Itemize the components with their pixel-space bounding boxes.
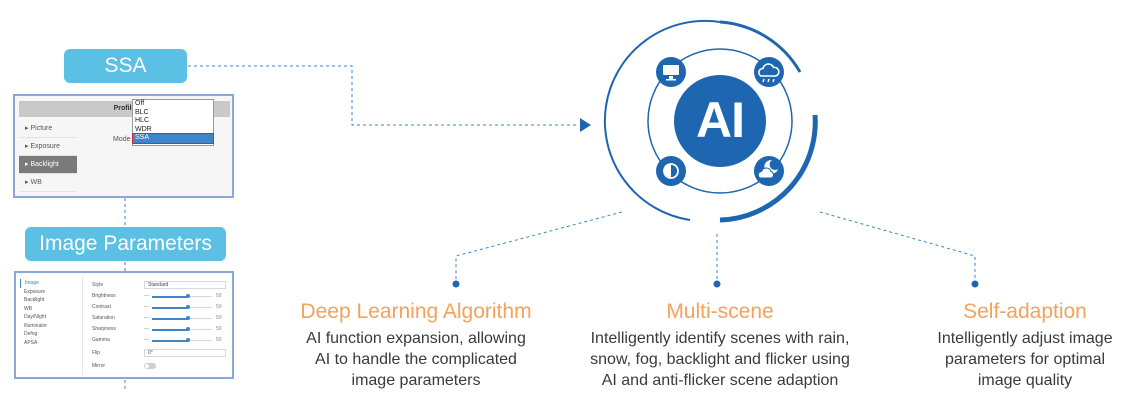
slider-handle[interactable] xyxy=(186,305,190,309)
slider-handle[interactable] xyxy=(186,316,190,320)
sharpness-value: 50 xyxy=(216,326,222,332)
side-item-image[interactable]: Image xyxy=(20,279,80,288)
slider-handle[interactable] xyxy=(186,338,190,342)
mode-dropdown-list[interactable]: Off BLC HLC WDR SSA xyxy=(132,99,214,146)
feature-line: snow, fog, backlight and flicker using xyxy=(590,351,850,368)
nav-item-picture[interactable]: ▸ Picture xyxy=(19,120,77,138)
contrast-value: 50 xyxy=(216,304,222,310)
image-parameters-panel: Image Exposure Backlight WB Day/Night Il… xyxy=(14,271,234,379)
brightness-value: 50 xyxy=(216,293,222,299)
outer-ring-top xyxy=(719,20,802,73)
side-item-apsa[interactable]: APSA xyxy=(24,339,38,346)
contrast-label: Contrast xyxy=(92,304,111,310)
ssa-settings-panel: Profile ▸ Picture ▸ Exposure ▸ Backlight… xyxy=(13,94,234,198)
settings-nav: ▸ Picture ▸ Exposure ▸ Backlight ▸ WB xyxy=(19,120,77,192)
saturation-label: Saturation xyxy=(92,315,115,321)
feature-multi-scene: Multi-scene Intelligently identify scene… xyxy=(575,299,865,391)
feature-title: Self-adaption xyxy=(963,300,1087,323)
slider-fill xyxy=(152,295,188,298)
side-item-illuminator[interactable]: Illuminator xyxy=(24,322,48,329)
feature-line: Intelligently adjust image xyxy=(937,330,1113,347)
side-item-exposure[interactable]: Exposure xyxy=(24,288,46,295)
minus-icon: — xyxy=(144,293,149,299)
feature-line: image parameters xyxy=(351,372,481,389)
slider-fill xyxy=(152,317,188,320)
feature-line: image quality xyxy=(977,372,1073,389)
mirror-row: Mirror xyxy=(92,362,230,371)
feature-line: Intelligently identify scenes with rain, xyxy=(590,330,850,347)
style-select[interactable]: Standard xyxy=(144,281,226,289)
feature-self-adaption: Self-adaption Intelligently adjust image… xyxy=(918,299,1132,391)
outer-ring-right xyxy=(719,114,818,223)
saturation-value: 50 xyxy=(216,315,222,321)
dropdown-option-off[interactable]: Off xyxy=(135,100,145,107)
dropdown-option-hlc[interactable]: HLC xyxy=(135,117,150,125)
nav-item-wb[interactable]: ▸ WB xyxy=(19,174,77,192)
ai-core xyxy=(674,75,766,167)
contrast-row: Contrast — 50 xyxy=(92,303,230,312)
side-item-day-night[interactable]: Day/Night xyxy=(24,314,46,320)
slider-fill xyxy=(152,328,188,331)
feature-description: Intelligently adjust image parameters fo… xyxy=(918,328,1132,391)
panel-divider xyxy=(82,277,83,375)
style-row: Style Standard xyxy=(92,281,230,290)
feature-title: Deep Learning Algorithm xyxy=(300,300,532,323)
feature-title: Multi-scene xyxy=(666,300,774,323)
outer-ring-left xyxy=(603,19,721,221)
slider-fill xyxy=(152,306,188,309)
contrast-icon xyxy=(656,156,686,186)
minus-icon: — xyxy=(144,326,149,332)
flip-label: Flip xyxy=(92,350,101,356)
minus-icon: — xyxy=(144,304,149,310)
image-parameters-label: Image Parameters xyxy=(25,227,226,261)
slider-handle[interactable] xyxy=(186,327,190,331)
sharpness-label: Sharpness xyxy=(92,326,116,332)
style-label: Style xyxy=(92,282,104,288)
gamma-label: Gamma xyxy=(92,337,110,343)
gamma-value: 50 xyxy=(216,337,222,343)
feature-deep-learning: Deep Learning Algorithm AI function expa… xyxy=(276,299,556,391)
feature-line: parameters for optimal xyxy=(944,351,1106,368)
dropdown-option-ssa[interactable]: SSA xyxy=(132,133,214,144)
image-settings-nav: Image Exposure Backlight WB Day/Night Il… xyxy=(20,279,80,347)
minus-icon: — xyxy=(144,337,149,343)
brightness-label: Brightness xyxy=(92,293,116,299)
side-item-defog[interactable]: Defog xyxy=(24,331,38,337)
feature-line: AI function expansion, allowing xyxy=(306,330,526,347)
minus-icon: — xyxy=(144,315,149,321)
feature-line: AI and anti-flicker scene adaption xyxy=(601,372,839,389)
mirror-toggle[interactable] xyxy=(144,363,156,369)
dropdown-option-blc[interactable]: BLC xyxy=(135,108,149,116)
flip-select[interactable]: 0° xyxy=(144,349,226,357)
mode-label: Mode xyxy=(113,136,131,143)
feature-line: AI to handle the complicated xyxy=(315,351,517,368)
feature-description: AI function expansion, allowing AI to ha… xyxy=(276,328,556,391)
dropdown-option-wdr[interactable]: WDR xyxy=(135,125,152,133)
night-cloud-icon xyxy=(754,156,784,186)
brightness-row: Brightness — 50 xyxy=(92,292,230,301)
ssa-label: SSA xyxy=(64,49,187,83)
gamma-row: Gamma — 50 xyxy=(92,336,230,345)
monitor-icon xyxy=(656,57,686,87)
nav-item-exposure[interactable]: ▸ Exposure xyxy=(19,138,77,156)
side-item-backlight[interactable]: Backlight xyxy=(24,297,45,303)
inner-ring xyxy=(647,48,793,194)
saturation-row: Saturation — 50 xyxy=(92,314,230,323)
side-item-wb[interactable]: WB xyxy=(24,305,33,312)
mirror-label: Mirror xyxy=(92,363,106,369)
ai-label: AI xyxy=(696,92,745,148)
nav-item-backlight[interactable]: ▸ Backlight xyxy=(19,156,77,174)
ai-emblem xyxy=(603,19,818,223)
sharpness-row: Sharpness — 50 xyxy=(92,325,230,334)
flip-row: Flip 0° xyxy=(92,349,230,358)
slider-handle[interactable] xyxy=(186,294,190,298)
slider-fill xyxy=(152,339,188,342)
feature-description: Intelligently identify scenes with rain,… xyxy=(575,328,865,391)
cloud-icon xyxy=(754,57,784,87)
